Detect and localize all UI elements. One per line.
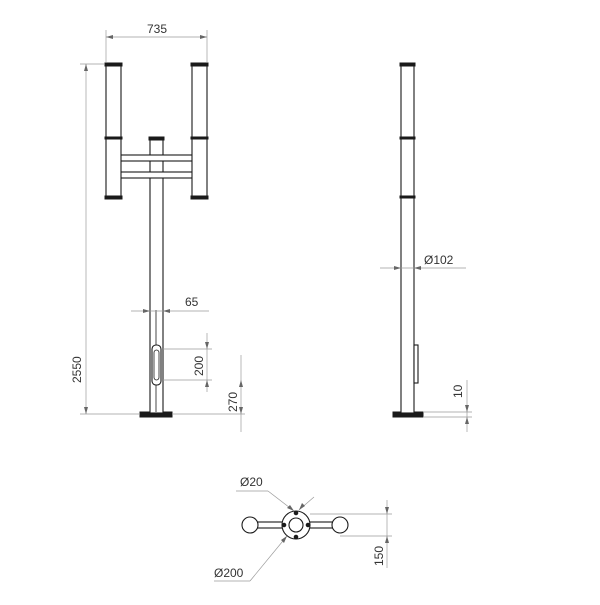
dim-width-label: 735 — [147, 22, 167, 36]
dim-offset-label: 65 — [185, 295, 199, 309]
dim-flange-leader — [249, 535, 288, 582]
dim-plate-arrow-top — [465, 405, 469, 412]
dim-flange-label: Ø200 — [214, 566, 244, 580]
dim-bolt-arrow-2 — [299, 503, 305, 510]
side-service-door — [413, 344, 419, 384]
dim-diameter-arrow-right — [414, 266, 421, 270]
top-view — [241, 510, 349, 540]
dim-base-label: 270 — [226, 392, 240, 412]
front-left-luminaire — [105, 63, 122, 198]
dim-plate-arrow-bottom — [465, 417, 469, 424]
front-crossbar-lower — [116, 171, 197, 179]
front-dimensions: 735 2550 65 200 270 — [70, 22, 245, 432]
dim-height-arrow-bottom — [84, 407, 88, 414]
side-view — [392, 62, 424, 418]
dim-width-arrow-left — [106, 35, 113, 39]
dim-arm-arrow-top — [385, 507, 389, 514]
dim-diameter-label: Ø102 — [424, 253, 454, 267]
side-joint-2 — [399, 195, 416, 199]
dim-offset-arrow-right — [163, 309, 170, 313]
side-joint-1 — [399, 136, 416, 140]
top-post — [288, 517, 304, 533]
dim-arm-label: 150 — [372, 546, 386, 566]
front-right-cap-bottom — [190, 195, 209, 200]
front-left-cap-bottom — [104, 195, 123, 200]
dim-flange-arrow — [281, 536, 287, 543]
front-right-cap-mid — [190, 136, 209, 140]
front-right-luminaire — [191, 63, 208, 198]
front-post-cap — [148, 136, 165, 141]
dim-height-label: 2550 — [70, 356, 84, 383]
top-bolt-hole-1 — [293, 510, 299, 516]
dim-base-arrow-bottom — [239, 407, 243, 414]
front-left-cap-mid — [104, 136, 123, 140]
top-bolt-hole-2 — [293, 534, 299, 540]
top-right-luminaire — [331, 516, 349, 534]
dim-door-label: 200 — [192, 356, 206, 376]
front-service-door-inner — [153, 349, 160, 381]
front-view — [104, 62, 209, 418]
top-dimensions: Ø20 Ø200 150 — [214, 475, 392, 582]
front-right-cap-top — [190, 62, 209, 67]
top-bolt-hole-3 — [281, 522, 287, 528]
side-dimensions: Ø102 10 — [380, 253, 472, 432]
dim-door-arrow-bottom — [205, 380, 209, 387]
front-left-cap-top — [104, 62, 123, 67]
dim-bolt-arrow — [287, 505, 294, 511]
side-post — [400, 63, 415, 414]
dim-width-arrow-right — [200, 35, 207, 39]
top-bolt-hole-4 — [305, 522, 311, 528]
side-cap-top — [399, 62, 416, 67]
dim-plate-label: 10 — [451, 384, 465, 398]
dim-arm-arrow-bottom — [385, 536, 389, 543]
dim-height-arrow-top — [84, 64, 88, 71]
front-service-door — [151, 344, 162, 386]
dim-base-arrow-top — [239, 380, 243, 387]
dim-bolt-label: Ø20 — [240, 475, 263, 489]
top-left-luminaire — [241, 516, 259, 534]
dim-offset-arrow-left — [143, 309, 150, 313]
dim-diameter-arrow-left — [394, 266, 401, 270]
front-crossbar-upper — [116, 154, 197, 162]
dim-door-arrow-top — [205, 342, 209, 349]
